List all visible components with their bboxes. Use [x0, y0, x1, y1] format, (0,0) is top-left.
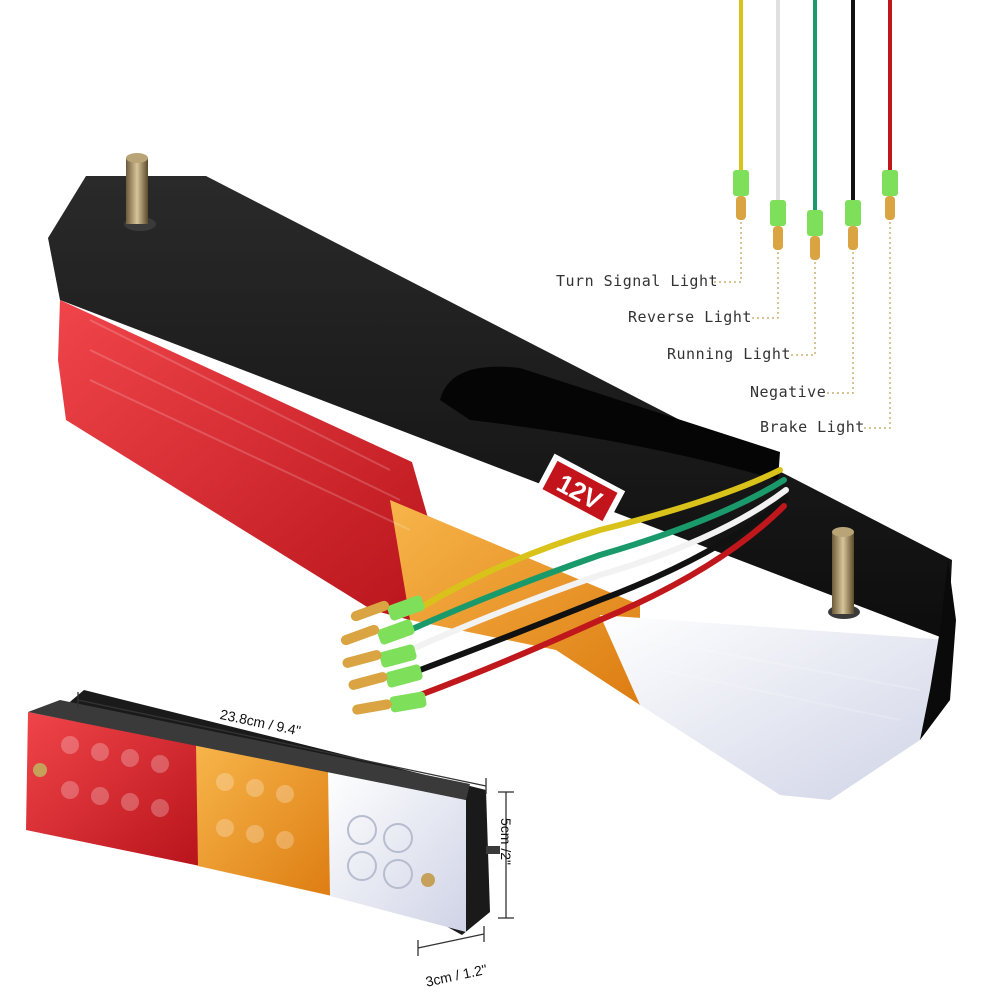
front-view-light	[26, 690, 500, 935]
mounting-stud	[124, 153, 156, 231]
wire-legend	[712, 0, 898, 429]
mounting-stud	[828, 527, 860, 619]
bullet-connectors	[340, 595, 427, 715]
wire-label-negative: Negative	[750, 383, 827, 401]
wire-label-running: Running Light	[667, 345, 791, 363]
dimension-height: 5cm /2"	[498, 818, 514, 865]
wire-label-reverse: Reverse Light	[628, 308, 752, 326]
wire-harness	[407, 467, 789, 698]
wire-label-turn-signal: Turn Signal Light	[556, 272, 719, 290]
wire-label-brake: Brake Light	[760, 418, 865, 436]
dimension-lines	[77, 692, 514, 956]
voltage-badge: 12V	[534, 453, 626, 529]
